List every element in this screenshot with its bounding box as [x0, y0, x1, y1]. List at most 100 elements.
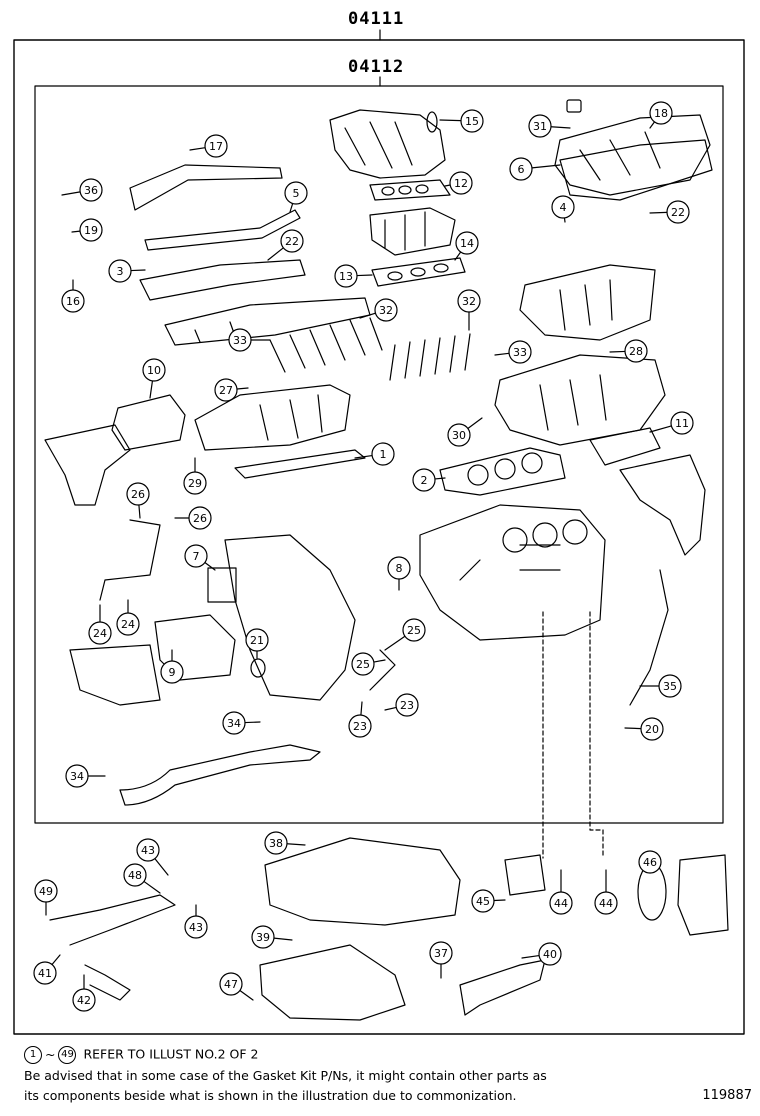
callout-number: 41	[38, 967, 52, 980]
callout-25a: 25	[384, 618, 426, 651]
callout-2: 2	[412, 468, 446, 492]
callout-circle	[449, 171, 473, 195]
callout-leader	[273, 937, 293, 941]
callout-43b: 43	[184, 904, 208, 939]
callout-circle	[348, 714, 372, 738]
manifold-gasket-part	[371, 257, 466, 287]
water-housing-part	[69, 644, 161, 706]
callout-number: 3	[117, 265, 124, 278]
left-cylinder-head-part	[164, 297, 371, 346]
inner-kit-frame	[34, 85, 724, 824]
callout-circle	[34, 879, 58, 903]
callout-number: 18	[654, 107, 668, 120]
callout-number: 35	[663, 680, 677, 693]
callout-number: 5	[293, 187, 300, 200]
callout-24b: 24	[116, 599, 140, 636]
callout-leader	[550, 126, 571, 129]
callout-circle	[61, 289, 85, 313]
left-cam-housing-part	[139, 259, 306, 301]
engine-block-part	[419, 504, 606, 641]
callout-leader	[521, 954, 540, 959]
plenum-gasket-part	[369, 179, 451, 201]
callout-circle	[594, 891, 618, 915]
callout-leader	[373, 659, 386, 663]
callout-circle	[666, 200, 690, 224]
callout-circle	[88, 621, 112, 645]
callout-number: 15	[465, 115, 479, 128]
callout-number: 19	[84, 224, 98, 237]
callout-34b: 34	[65, 764, 106, 788]
callout-leader	[624, 727, 642, 730]
callout-26a: 26	[126, 482, 150, 519]
callout-8: 8	[387, 556, 411, 591]
water-outlet-pipe-part	[49, 894, 176, 946]
callout-number: 44	[599, 897, 613, 910]
right-head-cover-part	[554, 114, 711, 196]
callout-number: 1	[380, 448, 387, 461]
callout-33a: 33	[228, 328, 271, 352]
callout-33b: 33	[494, 340, 532, 364]
callout-number: 4	[560, 201, 567, 214]
callout-28: 28	[609, 339, 648, 363]
outer-kit-frame	[13, 39, 745, 1035]
callout-number: 25	[356, 658, 370, 671]
callout-leader	[61, 191, 81, 196]
callout-7: 7	[184, 544, 216, 571]
range-start-circle: 1	[24, 1046, 42, 1064]
callout-circle	[528, 114, 552, 138]
footer-reference-note: 1~49 REFER TO ILLUST NO.2 OF 2	[24, 1046, 258, 1064]
block-bore	[532, 522, 558, 548]
callout-number: 23	[400, 699, 414, 712]
callout-number: 30	[452, 429, 466, 442]
right-cylinder-head-part	[494, 354, 666, 446]
callout-number: 40	[543, 948, 557, 961]
callout-number: 16	[66, 295, 80, 308]
callout-number: 32	[379, 304, 393, 317]
callout-38: 38	[264, 831, 306, 855]
callout-circle	[214, 378, 238, 402]
callout-22a: 22	[267, 229, 304, 261]
callout-leader	[154, 857, 169, 876]
callout-circle	[649, 101, 673, 125]
callout-leader	[71, 230, 81, 233]
callout-leader	[239, 989, 254, 1001]
callout-number: 24	[121, 618, 135, 631]
callout-11: 11	[649, 411, 694, 435]
block-bore	[502, 527, 528, 553]
callout-leader	[360, 701, 363, 716]
callout-leader	[467, 417, 483, 430]
callout-leader	[531, 164, 561, 169]
callout-leader	[130, 269, 146, 272]
callout-13: 13	[334, 264, 373, 288]
seal-21-part	[250, 658, 266, 678]
gasket-hole	[415, 184, 429, 194]
callout-circle	[79, 178, 103, 202]
callout-23b: 23	[384, 693, 419, 717]
left-head-block-part	[194, 384, 351, 451]
callout-circle	[551, 195, 575, 219]
callout-leader	[236, 387, 249, 390]
callout-25b: 25	[351, 652, 386, 676]
callout-circle	[188, 506, 212, 530]
callout-circle	[334, 264, 358, 288]
callout-10: 10	[142, 358, 166, 399]
callout-number: 38	[269, 837, 283, 850]
bore-hole	[521, 452, 543, 474]
callout-49: 49	[34, 879, 58, 916]
callout-number: 24	[93, 627, 107, 640]
callout-19: 19	[71, 218, 103, 242]
callout-leader	[356, 274, 373, 277]
callout-leader	[563, 217, 566, 223]
callout-circle	[142, 358, 166, 382]
callout-leader	[454, 251, 462, 261]
callout-45: 45	[471, 889, 506, 913]
callout-number: 9	[169, 666, 176, 679]
callout-circle	[471, 889, 495, 913]
callout-circle	[79, 218, 103, 242]
left-valves-part	[269, 317, 383, 373]
callout-circle	[228, 328, 252, 352]
callout-number: 43	[141, 844, 155, 857]
intake-manifold-part	[369, 207, 456, 256]
gasket-hole	[381, 186, 395, 196]
